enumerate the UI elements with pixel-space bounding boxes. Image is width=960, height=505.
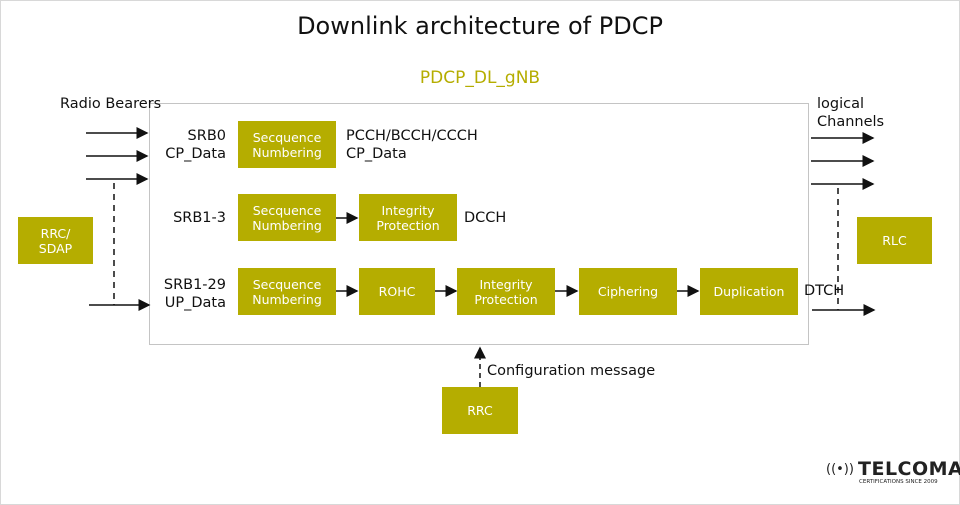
sequence-numbering-box-srb1-3: Secquence Numbering <box>238 194 336 241</box>
logical-channels-label: logical Channels <box>817 96 885 130</box>
diagram-title: Downlink architecture of PDCP <box>297 12 663 40</box>
logo-tagline: CERTIFICATIONS SINCE 2009 <box>859 479 938 485</box>
pdcp-entity-label: PDCP_DL_gNB <box>419 68 541 88</box>
rrc-sdap-box: RRC/ SDAP <box>18 217 93 264</box>
pdcp-entity-container <box>149 103 809 345</box>
rrc-box: RRC <box>442 387 518 434</box>
telcoma-logo: ((•)) TELCOMA CERTIFICATIONS SINCE 2009 <box>826 458 960 488</box>
ciphering-box: Ciphering <box>579 268 677 315</box>
duplication-box: Duplication <box>700 268 798 315</box>
sequence-numbering-box-srb1-29: Secquence Numbering <box>238 268 336 315</box>
pcch-bcch-ccch-label: PCCH/BCCH/CCCH <box>346 128 478 144</box>
rohc-box: ROHC <box>359 268 435 315</box>
dcch-label: DCCH <box>464 210 507 226</box>
srb1-29-label: SRB1-29 <box>163 277 226 293</box>
logo-name: TELCOMA <box>858 458 960 480</box>
sequence-numbering-box-srb0: Secquence Numbering <box>238 121 336 168</box>
cp-data-in-label: CP_Data <box>165 146 226 162</box>
integrity-protection-box-srb1-3: Integrity Protection <box>359 194 457 241</box>
srb0-label: SRB0 <box>187 128 226 144</box>
dtch-label: DTCH <box>804 283 845 299</box>
integrity-protection-box-srb1-29: Integrity Protection <box>457 268 555 315</box>
radio-bearers-label: Radio Bearers <box>60 96 162 112</box>
rlc-box: RLC <box>857 217 932 264</box>
up-data-label: UP_Data <box>164 295 226 311</box>
signal-icon: ((•)) <box>826 462 854 477</box>
srb1-3-label: SRB1-3 <box>173 210 226 226</box>
configuration-message-label: Configuration message <box>487 363 656 379</box>
cp-data-out-label: CP_Data <box>346 146 407 162</box>
